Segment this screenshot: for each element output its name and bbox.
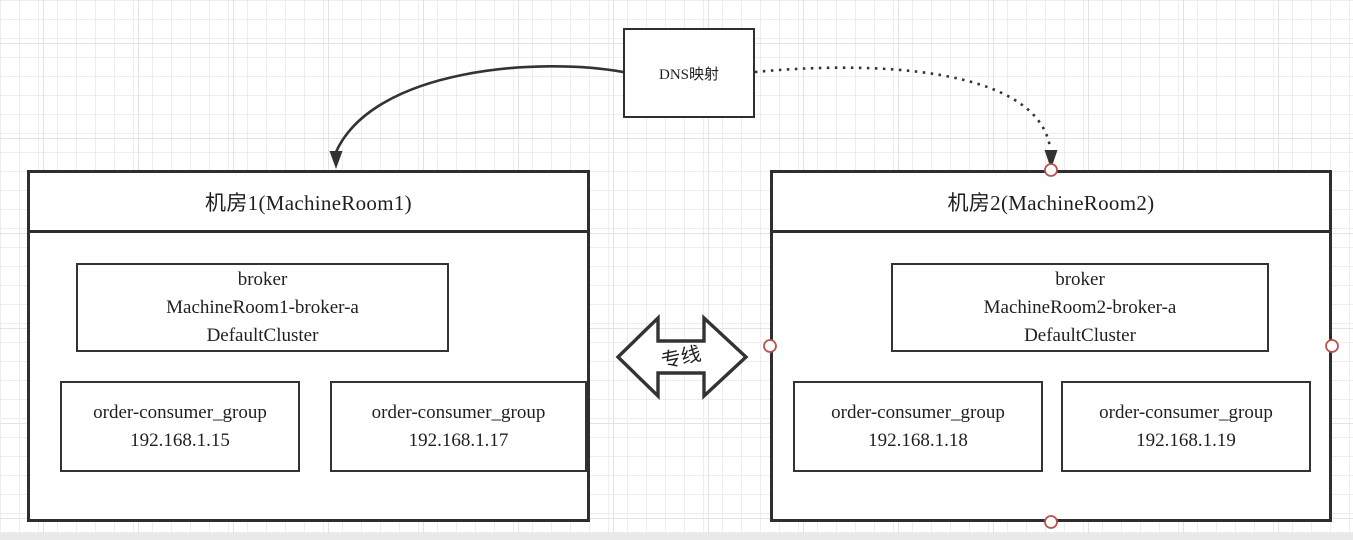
machine-room-1-broker-box[interactable]: broker MachineRoom1-broker-a DefaultClus… [76, 263, 449, 352]
machine-room-2-broker-box[interactable]: broker MachineRoom2-broker-a DefaultClus… [891, 263, 1269, 352]
machine-room-1-title: 机房1(MachineRoom1) [30, 173, 587, 233]
consumer-group-name: order-consumer_group [93, 401, 267, 423]
broker-line-3: DefaultCluster [206, 324, 319, 346]
consumer-group-ip: 192.168.1.17 [408, 429, 509, 451]
connection-anchor-right[interactable] [1325, 339, 1339, 353]
dns-to-room1-arrow[interactable] [329, 65, 625, 169]
machine-room-2-title: 机房2(MachineRoom2) [773, 173, 1329, 233]
machine-room-2-box[interactable]: 机房2(MachineRoom2) broker MachineRoom2-br… [770, 170, 1332, 522]
machine-room-2-consumer-box-2[interactable]: order-consumer_group 192.168.1.19 [1061, 381, 1311, 472]
connection-anchor-bottom[interactable] [1044, 515, 1058, 529]
consumer-group-name: order-consumer_group [1099, 401, 1273, 423]
dns-mapping-box[interactable]: DNS映射 [623, 28, 755, 118]
dns-to-room2-arrow[interactable] [754, 66, 1058, 169]
consumer-group-name: order-consumer_group [831, 401, 1005, 423]
dns-mapping-label: DNS映射 [658, 66, 719, 83]
broker-line-1: broker [1055, 268, 1105, 290]
machine-room-1-consumer-box-1[interactable]: order-consumer_group 192.168.1.15 [60, 381, 300, 472]
machine-room-2-consumer-box-1[interactable]: order-consumer_group 192.168.1.18 [793, 381, 1043, 472]
connection-anchor-left[interactable] [763, 339, 777, 353]
arrowhead-down-icon [1044, 150, 1058, 169]
broker-line-2: MachineRoom1-broker-a [166, 296, 359, 318]
consumer-group-name: order-consumer_group [371, 401, 546, 423]
consumer-group-ip: 192.168.1.18 [868, 429, 968, 451]
consumer-group-ip: 192.168.1.19 [1136, 429, 1236, 451]
dedicated-line-arrow[interactable]: 专线 [615, 313, 749, 401]
consumer-group-ip: 192.168.1.15 [130, 429, 230, 451]
canvas-bottom-edge [0, 533, 1353, 540]
double-arrow-icon [615, 313, 749, 401]
arrowhead-down-icon [329, 151, 343, 169]
broker-line-1: broker [237, 268, 288, 290]
machine-room-1-consumer-box-2[interactable]: order-consumer_group 192.168.1.17 [330, 381, 587, 472]
broker-line-2: MachineRoom2-broker-a [983, 296, 1177, 318]
connection-anchor-top[interactable] [1044, 163, 1058, 177]
machine-room-1-box[interactable]: 机房1(MachineRoom1) broker MachineRoom1-br… [27, 170, 590, 522]
broker-line-3: DefaultCluster [1024, 324, 1136, 346]
